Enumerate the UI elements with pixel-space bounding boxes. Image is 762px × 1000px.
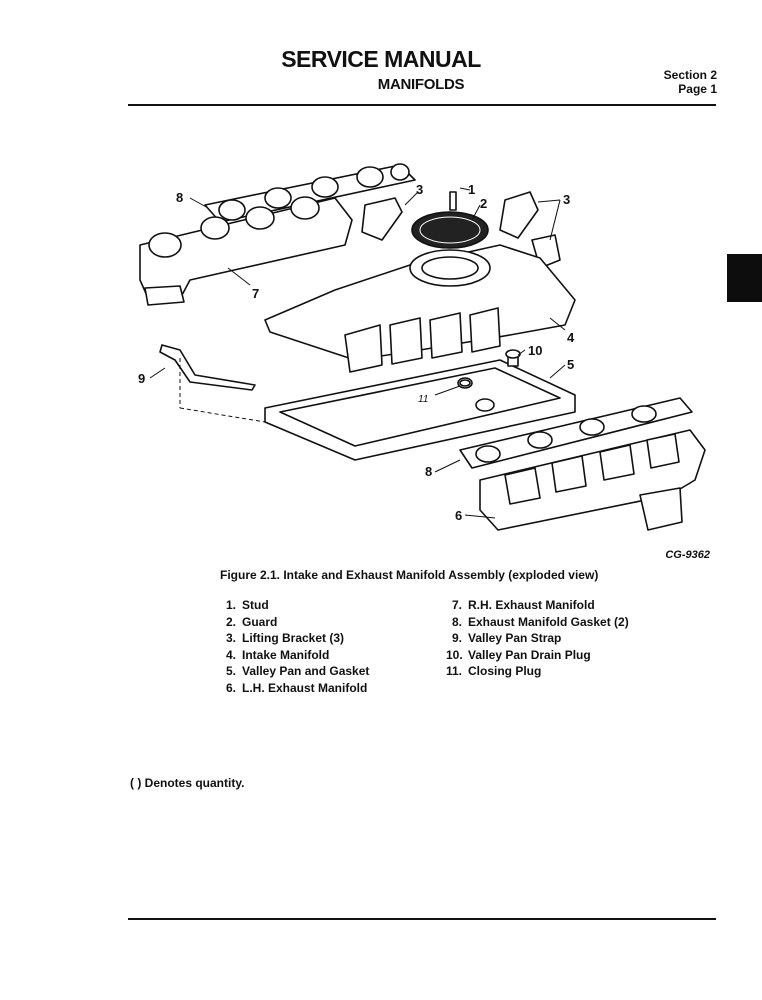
legend-num: 10. [446, 647, 463, 662]
callout-10: 10 [528, 343, 542, 358]
page-label: Page 1 [678, 82, 717, 96]
legend-num: 6. [225, 680, 236, 695]
legend-label: Exhaust Manifold Gasket (2) [468, 614, 629, 629]
legend-label: Guard [242, 614, 278, 629]
callout-7: 7 [252, 286, 259, 301]
legend-num: 9. [451, 631, 462, 645]
legend-item: 6. L.H. Exhaust Manifold [220, 680, 369, 697]
legend-num: 8. [451, 614, 462, 629]
guard [411, 211, 489, 249]
lh-exhaust-manifold [479, 429, 706, 531]
legend-label: Stud [242, 598, 269, 612]
legend-label: L.H. Exhaust Manifold [242, 680, 368, 695]
legend-item: 7. R.H. Exhaust Manifold [446, 597, 629, 614]
valley-pan-strap [159, 344, 256, 391]
quantity-note: ( ) Denotes quantity. [130, 776, 245, 790]
page-subtitle: MANIFOLDS [377, 76, 465, 93]
figure-caption: Figure 2.1. Intake and Exhaust Manifold … [220, 568, 599, 582]
legend-item: 5. Valley Pan and Gasket [220, 663, 369, 680]
callout-1: 1 [468, 182, 475, 197]
legend-label: Valley Pan and Gasket [242, 664, 370, 678]
legend-num: 7. [451, 598, 462, 612]
legend-num: 1. [225, 598, 236, 612]
legend-num: 2. [225, 614, 236, 629]
legend-right-column: 7. R.H. Exhaust Manifold 8. Exhaust Manifo… [446, 597, 629, 680]
rh-exhaust-manifold [139, 196, 353, 306]
legend-item: 1. Stud [220, 597, 369, 614]
legend-label: Closing Plug [468, 664, 542, 678]
stud [449, 191, 457, 211]
legend-num: 4. [225, 647, 236, 662]
callout-6: 6 [455, 508, 462, 523]
legend-label: Intake Manifold [242, 647, 330, 662]
callout-3b: 3 [563, 192, 570, 207]
callout-11: 11 [418, 394, 428, 405]
manifold-exploded-diagram: 1 2 3 3 4 5 6 7 8 8 9 10 11 [138, 163, 706, 531]
lh-exhaust-gasket [459, 397, 693, 469]
page-title: SERVICE MANUAL [281, 46, 481, 72]
callout-5: 5 [567, 357, 574, 372]
callout-2: 2 [480, 196, 487, 211]
legend-item: 9. Valley Pan Strap [446, 630, 629, 647]
intake-manifold [264, 244, 576, 373]
legend-item: 8. Exhaust Manifold Gasket (2) [446, 614, 629, 631]
legend-num: 11. [446, 664, 463, 678]
legend-num: 3. [225, 631, 236, 645]
callout-8a: 8 [176, 190, 183, 205]
legend-item: 10. Valley Pan Drain Plug [446, 647, 629, 664]
header-rule [128, 104, 716, 106]
legend-label: Valley Pan Strap [468, 631, 562, 645]
section-label: Section 2 [663, 68, 717, 82]
section-page-info: Section 2 Page 1 [664, 68, 717, 96]
figure-id: CG-9362 [665, 549, 710, 561]
callout-3a: 3 [416, 182, 423, 197]
legend-item: 11. Closing Plug [446, 663, 629, 680]
legend-label: Lifting Bracket (3) [242, 631, 345, 645]
legend-num: 5. [225, 664, 236, 678]
legend-item: 4. Intake Manifold [220, 647, 369, 664]
valley-pan [264, 359, 576, 461]
legend-label: Valley Pan Drain Plug [468, 647, 591, 662]
footer-rule [128, 918, 716, 920]
legend-label: R.H. Exhaust Manifold [468, 598, 595, 612]
legend-item: 2. Guard [220, 614, 369, 631]
callout-4: 4 [567, 330, 575, 345]
legend-left-column: 1. Stud 2. Guard 3. Lifting Bracket (3) 4. I… [220, 597, 369, 696]
callout-8b: 8 [425, 464, 432, 479]
legend-item: 3. Lifting Bracket (3) [220, 630, 369, 647]
section-thumb-tab [727, 254, 762, 302]
callout-9: 9 [138, 371, 145, 386]
